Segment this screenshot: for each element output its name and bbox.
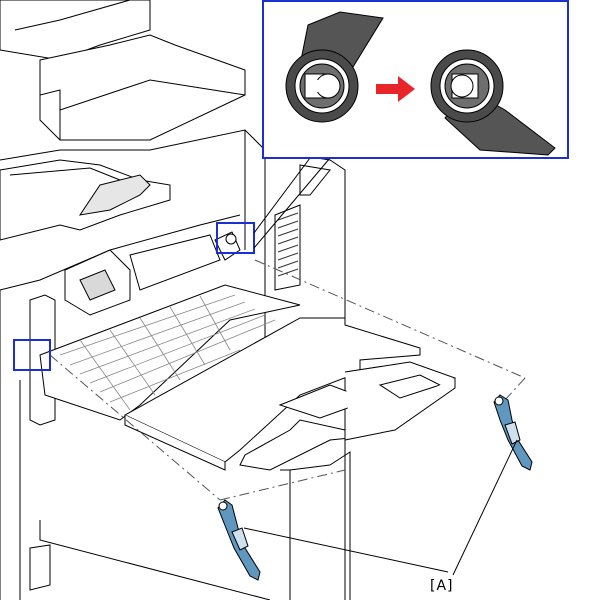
callout-label-a: [A] <box>430 578 454 594</box>
arm-part-left <box>217 499 261 581</box>
highlight-box-right <box>216 222 255 254</box>
highlight-box-left <box>13 339 51 371</box>
inset-detail <box>262 0 569 159</box>
callout-lines <box>243 439 518 576</box>
inset-before <box>285 11 384 123</box>
bypass-tray <box>39 284 457 600</box>
alignment-dash-lines <box>49 259 526 501</box>
arrow-right-icon <box>376 76 415 102</box>
inset-after <box>430 49 556 156</box>
inset-leader <box>253 157 331 249</box>
arm-part-right <box>493 394 533 471</box>
